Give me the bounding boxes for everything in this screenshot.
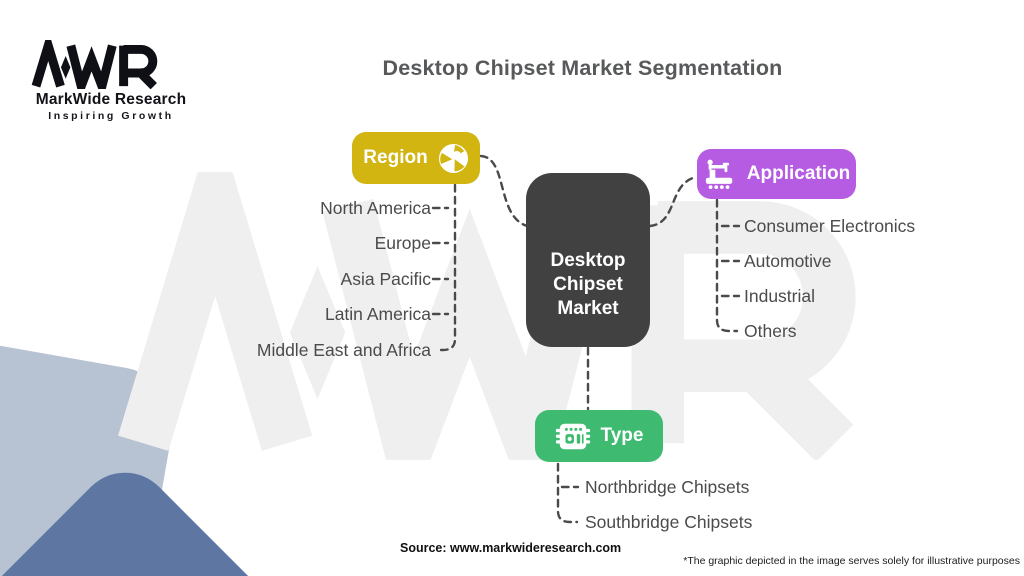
fan-globe-icon <box>438 143 469 174</box>
logo-tagline: Inspiring Growth <box>48 110 174 122</box>
segment-item-others: Others <box>744 321 797 341</box>
logo-name: MarkWide Research <box>35 91 187 108</box>
branch-node-region: Region <box>352 132 480 184</box>
page-title: Desktop Chipset Market Segmentation <box>382 56 783 80</box>
center-node-line: Chipset <box>553 274 623 295</box>
segment-item-industrial: Industrial <box>744 286 816 306</box>
source-credit: Source: www.markwideresearch.com <box>400 541 622 555</box>
region-label: Region <box>363 147 428 168</box>
segment-item-consumer-electronics: Consumer Electronics <box>744 216 916 236</box>
segment-item-asia-pacific: Asia Pacific <box>340 269 431 289</box>
segment-item-north-america: North America <box>320 198 431 218</box>
segment-item-europe: Europe <box>374 233 431 253</box>
robot-assembly-icon <box>703 158 737 190</box>
branch-node-type: Type <box>535 410 663 462</box>
segment-item-northbridge: Northbridge Chipsets <box>585 477 750 497</box>
type-label: Type <box>600 425 644 446</box>
markwide-logo: MarkWide Research Inspiring Growth <box>30 40 192 122</box>
segment-item-southbridge: Southbridge Chipsets <box>585 512 753 532</box>
branch-node-application: Application <box>697 149 856 199</box>
disclaimer-note: *The graphic depicted in the image serve… <box>683 555 1020 567</box>
application-label: Application <box>746 163 851 184</box>
center-node-line: Market <box>557 298 619 319</box>
segment-item-middle-east-africa: Middle East and Africa <box>256 340 431 360</box>
center-node-desktop-chipset-market: Desktop Chipset Market <box>526 173 650 347</box>
center-node-line: Desktop <box>550 250 626 271</box>
segment-item-latin-america: Latin America <box>324 304 431 324</box>
segment-item-automotive: Automotive <box>744 251 832 271</box>
chip-icon <box>555 421 591 452</box>
